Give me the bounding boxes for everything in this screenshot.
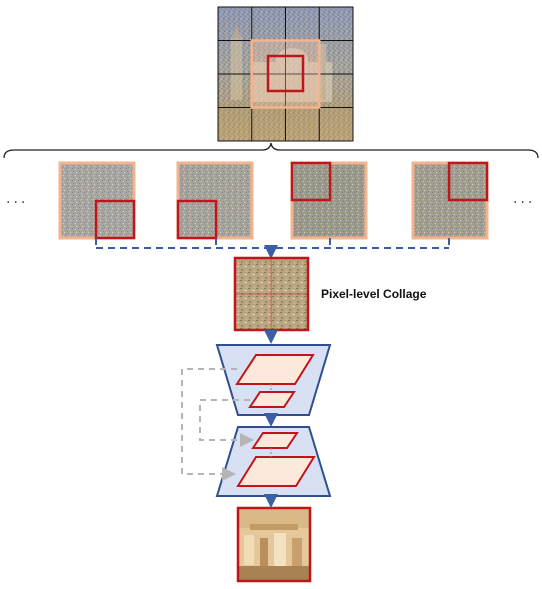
encoder-feature-large <box>235 354 315 385</box>
skip-connections <box>181 368 254 481</box>
ellipsis-right: ... <box>513 191 536 207</box>
patch-row <box>58 161 489 240</box>
ellipsis-left: ... <box>6 191 29 207</box>
decoder-feature-small <box>251 432 299 449</box>
target-crop <box>266 54 305 93</box>
patch-connectors <box>95 238 450 249</box>
patch-3-crop <box>290 161 332 202</box>
collage-label: Pixel-level Collage <box>321 287 427 301</box>
patch-1-crop <box>94 199 136 240</box>
encoder-feature-small <box>248 391 296 408</box>
patch-2-crop <box>176 199 218 240</box>
output-image-icon <box>236 506 312 583</box>
patch-4-crop <box>447 161 489 202</box>
decoder-feature-large <box>236 456 316 487</box>
context-window <box>250 39 321 109</box>
image-grid <box>217 6 354 142</box>
brace <box>3 142 539 159</box>
